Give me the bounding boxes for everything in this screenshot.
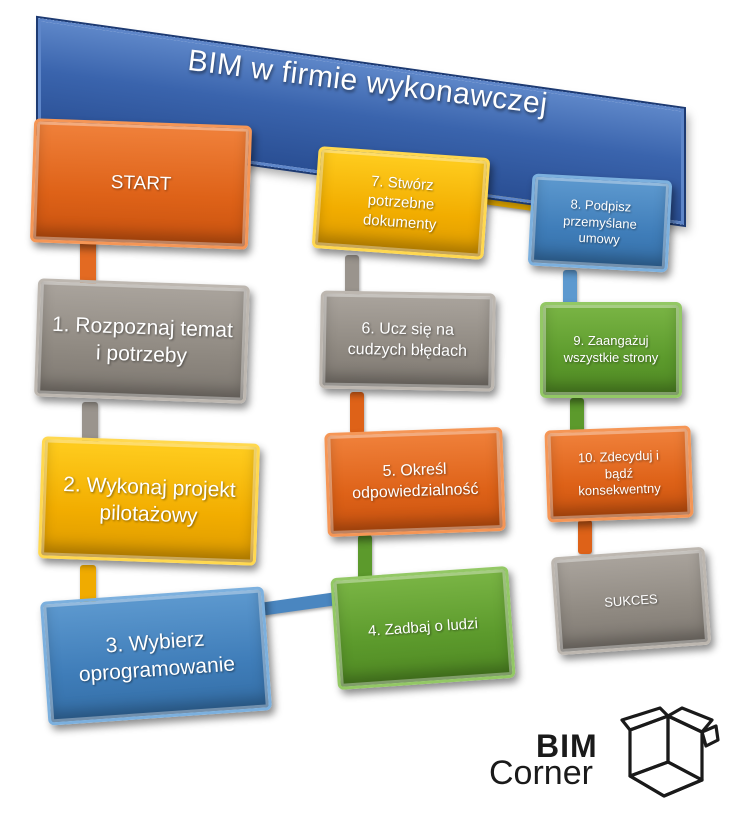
connector-9-10: [570, 398, 584, 432]
logo-bim-text: BIM: [536, 728, 598, 764]
step-10: 10. Zdecyduj i bądź konsekwentny: [544, 425, 694, 523]
connector-8-9: [563, 270, 577, 306]
connector-3-4: [261, 591, 343, 616]
step-7: 7. Stwórz potrzebne dokumenty: [311, 146, 491, 260]
connector-4-5: [358, 535, 372, 585]
connector-5-6: [350, 392, 364, 434]
step-4: 4. Zadbaj o ludzi: [330, 565, 516, 691]
connector-6-7: [345, 255, 359, 297]
step-start: START: [29, 118, 253, 250]
connector-10-end: [578, 520, 592, 554]
logo-corner-text: Corner: [489, 754, 593, 792]
step-3: 3. Wybierz oprogramowanie: [39, 586, 273, 726]
open-box-logo-icon: [620, 706, 720, 798]
step-6: 6. Ucz się na cudzych błędach: [319, 290, 496, 392]
step-9: 9. Zaangażuj wszystkie strony: [540, 302, 682, 398]
step-2: 2. Wykonaj projekt pilotażowy: [37, 436, 261, 566]
connector-start-1: [80, 240, 96, 290]
step-success: SUKCES: [550, 546, 712, 656]
step-8: 8. Podpisz przemyślane umowy: [527, 173, 673, 273]
step-1: 1. Rozpoznaj temat i potrzeby: [34, 278, 250, 404]
step-5: 5. Określ odpowiedzialność: [324, 426, 506, 538]
